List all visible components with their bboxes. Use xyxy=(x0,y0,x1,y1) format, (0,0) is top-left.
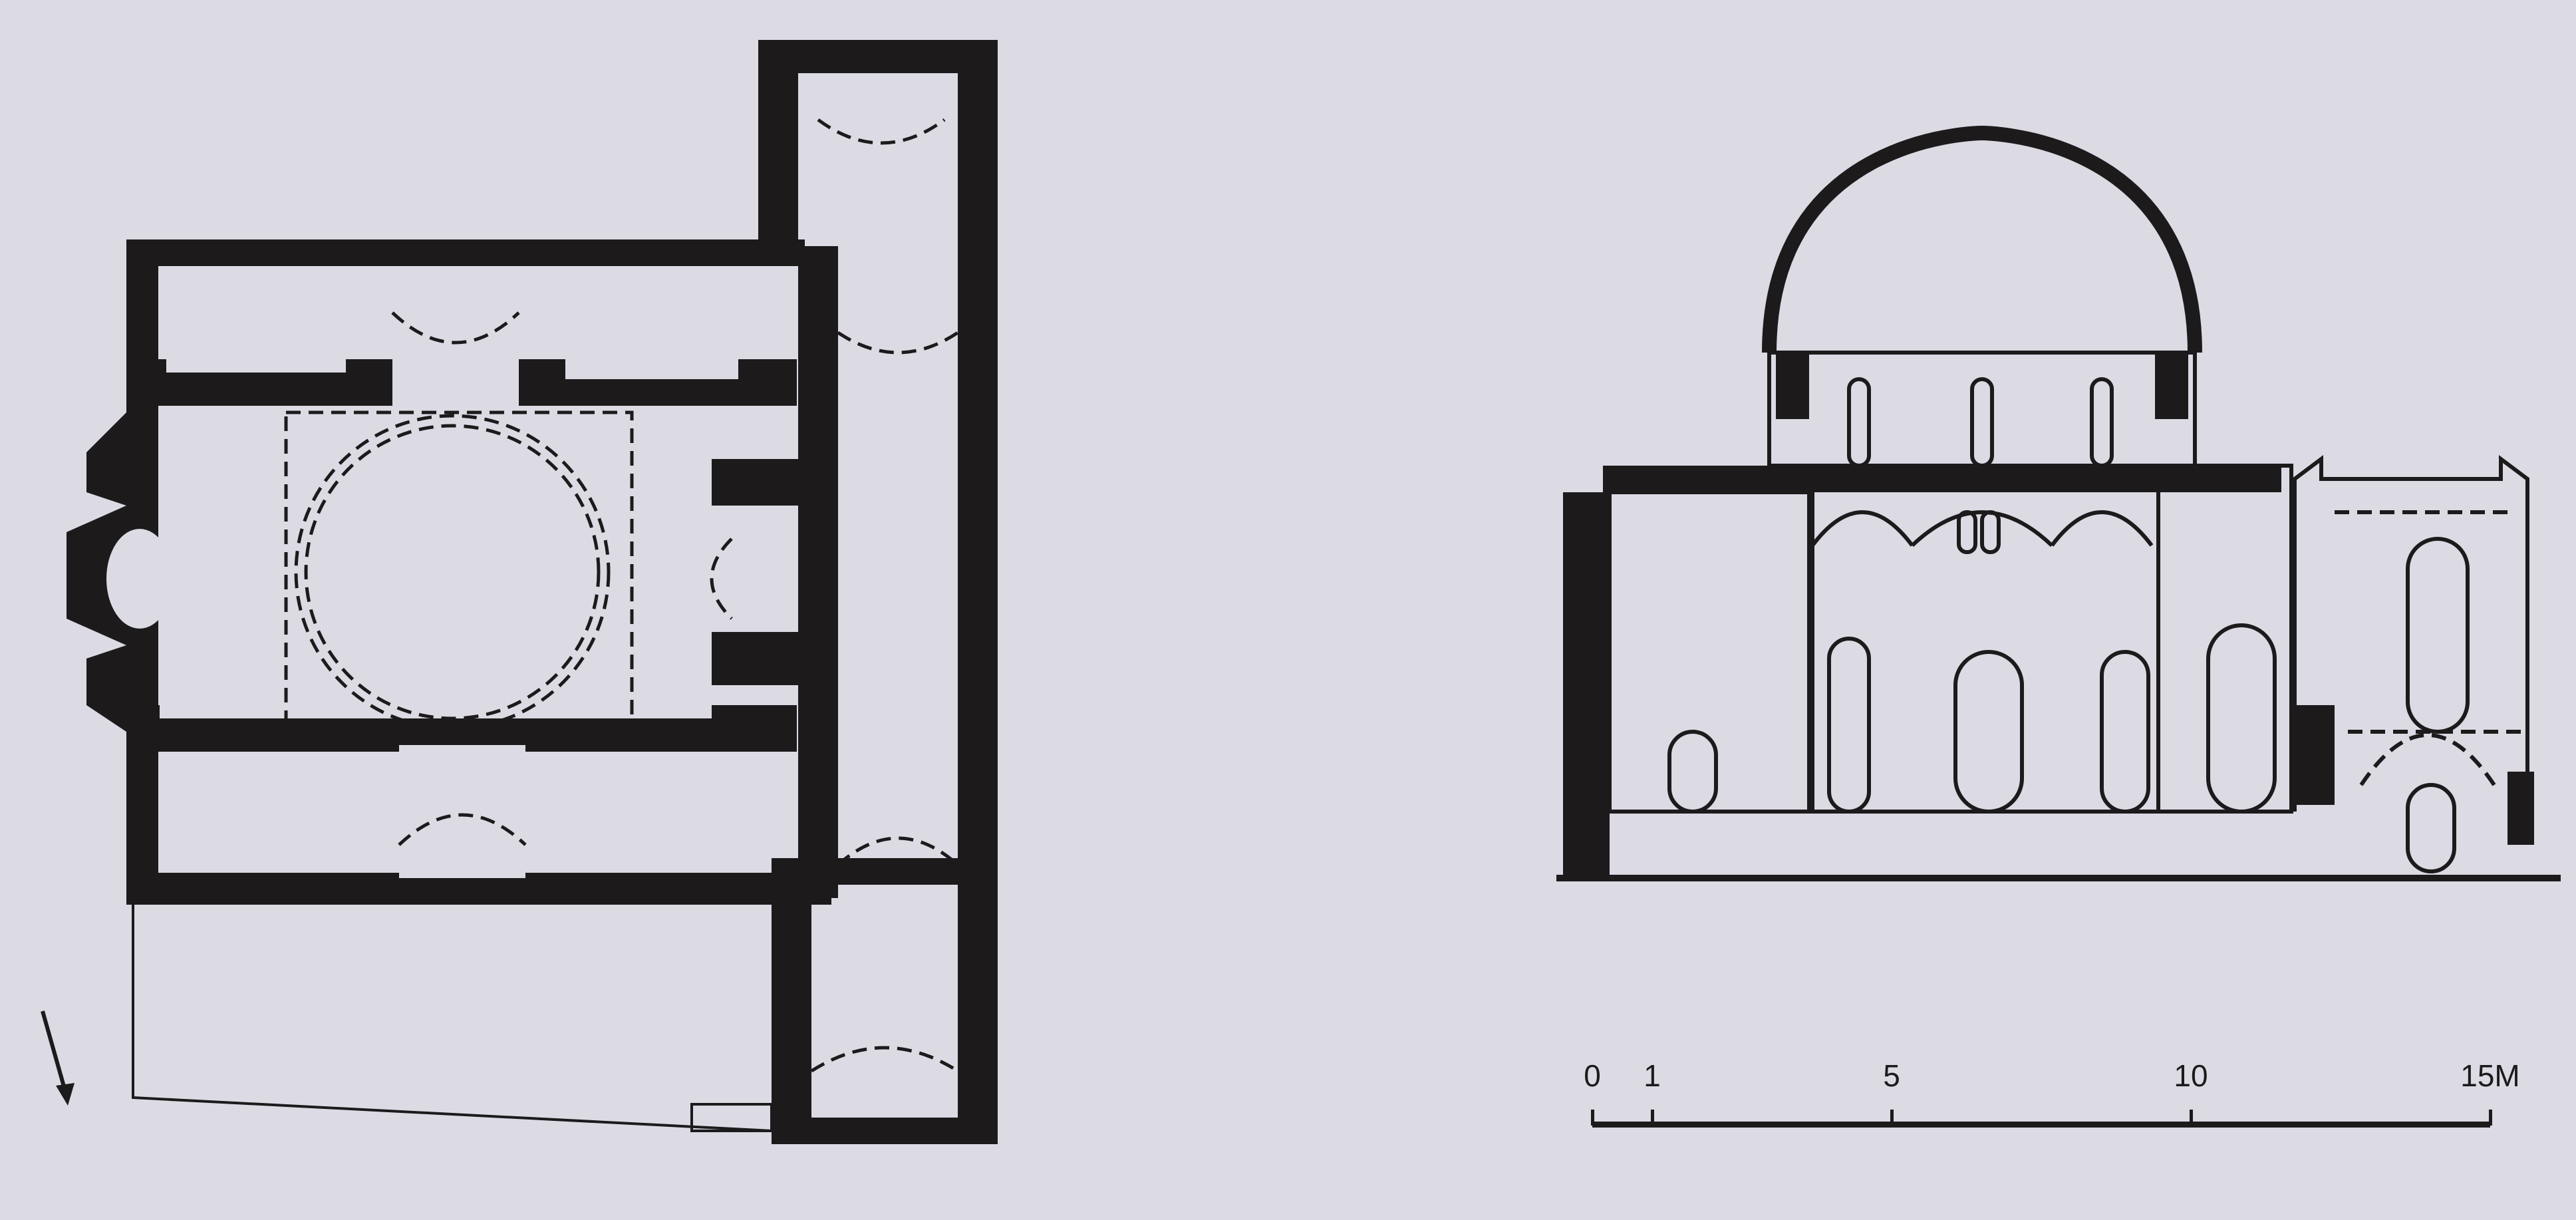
north-arrow-icon xyxy=(33,1004,80,1111)
scale-bar-line xyxy=(1592,1122,2490,1128)
scale-tick xyxy=(1890,1110,1894,1126)
section-drawing xyxy=(1556,125,2561,881)
scale-tick xyxy=(2489,1110,2492,1126)
cross-section xyxy=(1550,120,2561,891)
scale-tick xyxy=(1591,1110,1594,1126)
scale-label-0: 0 xyxy=(1584,1058,1601,1093)
scale-label-1: 1 xyxy=(1644,1058,1661,1093)
scale-bar: 0 1 5 10 15M xyxy=(1576,1058,2527,1144)
scale-label-15m: 15M xyxy=(2460,1058,2520,1093)
scale-tick xyxy=(2190,1110,2193,1126)
floor-plan-drawing xyxy=(67,40,998,1144)
scale-tick xyxy=(1651,1110,1654,1126)
scale-label-10: 10 xyxy=(2174,1058,2208,1093)
floor-plan xyxy=(0,0,1064,1220)
scale-label-5: 5 xyxy=(1883,1058,1900,1093)
